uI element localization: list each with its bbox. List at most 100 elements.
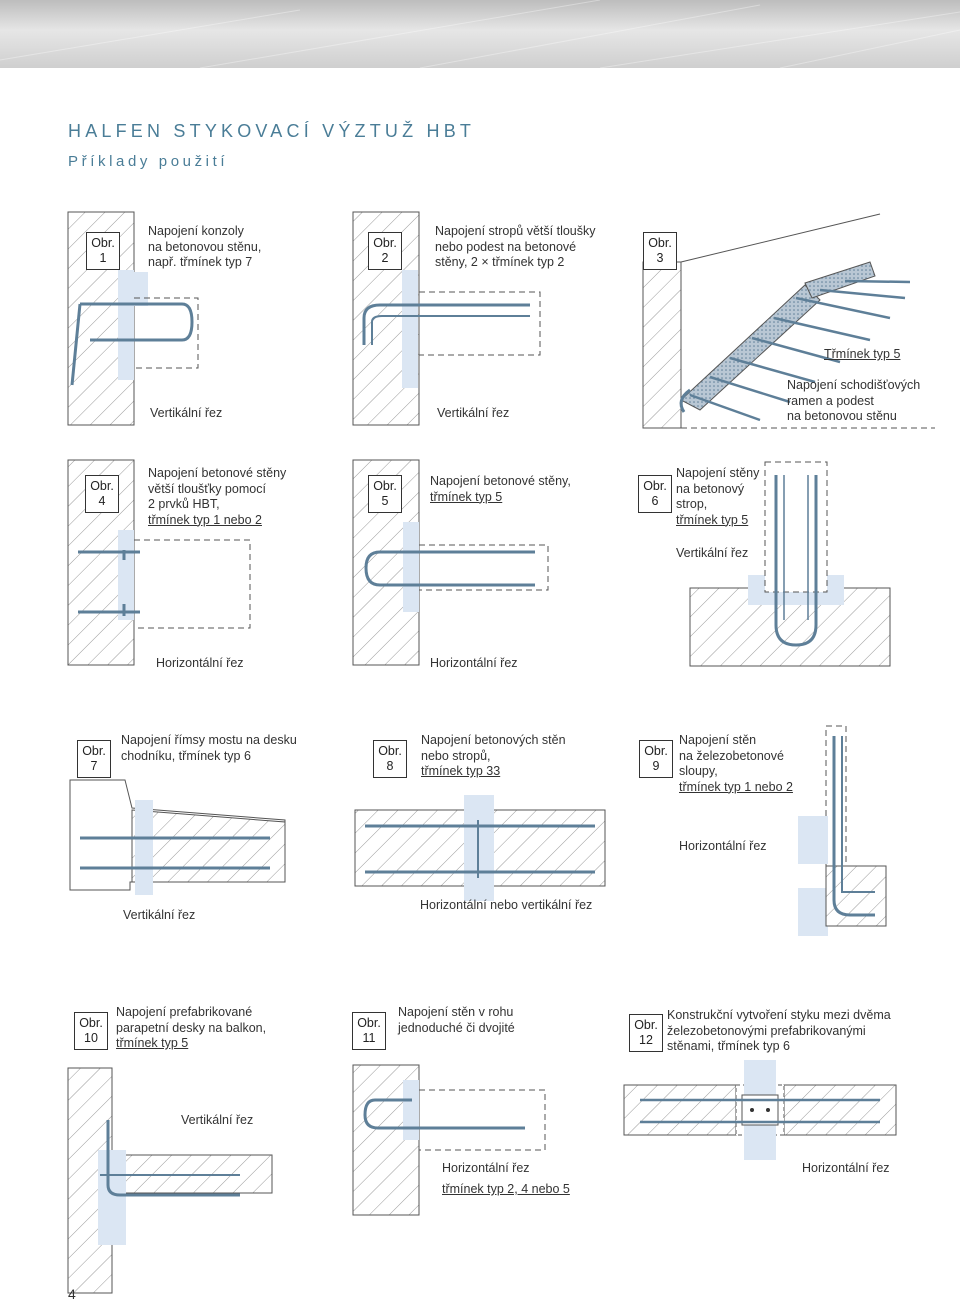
figure-8-section-label: Horizontální nebo vertikální řez [420,898,593,912]
caption-line: Napojení stěn [679,733,757,747]
caption-line: na betonový [676,481,745,496]
badge-text: Obr. [357,1016,381,1030]
badge-number: 8 [386,759,394,773]
figure-7-badge: Obr. 7 [77,740,111,778]
caption-line: třmínek typ 5 [116,1036,189,1050]
figure-4-badge: Obr. 4 [85,475,119,513]
figure-10-caption: Napojení prefabrikované parapetní desky … [116,1005,266,1052]
badge-number: 7 [90,759,98,773]
figure-6-drawing [689,461,891,667]
figure-4-caption: Napojení betonové stěny větší tloušťky p… [148,466,286,528]
figure-3-badge: Obr. 3 [643,232,677,270]
caption-line: 2 prvků HBT, [148,497,220,511]
caption-line: třmínek typ 5 [676,512,749,527]
figure-6-badge: Obr. 6 [638,475,672,513]
figure-12-caption: Konstrukční vytvoření styku mezi dvěma ž… [667,1008,891,1055]
caption-line: parapetní desky na balkon, [116,1020,267,1035]
figure-2-badge: Obr. 2 [368,232,402,270]
figure-11-badge: Obr. 11 [352,1012,386,1050]
caption-line: chodníku, třmínek typ 6 [121,748,251,763]
badge-number: 9 [652,759,660,773]
caption-line: větší tloušťky pomocí [148,481,266,496]
badge-text: Obr. [91,236,115,250]
caption-line: třmínek typ 1 nebo 2 [148,512,262,527]
badge-text: Obr. [79,1016,103,1030]
caption-line: Napojení schodišťových [787,378,921,392]
badge-text: Obr. [644,744,668,758]
caption-line: nebo stropů, [421,748,491,763]
badge-number: 12 [639,1033,653,1047]
figure-8-badge: Obr. 8 [373,740,407,778]
badge-text: Obr. [643,479,667,493]
figure-5-badge: Obr. 5 [368,475,402,513]
header-banner [0,0,960,68]
figure-7-section-label: Vertikální řez [123,908,196,922]
caption-line: Napojení betonové stěny [148,466,287,480]
badge-text: Obr. [90,479,114,493]
figure-11-caption: Napojení stěn v rohu jednoduché či dvoji… [398,1005,515,1036]
banner-texture [0,0,960,68]
figure-10-badge: Obr. 10 [74,1012,108,1050]
caption-line: Konstrukční vytvoření styku mezi dvěma [667,1008,891,1022]
badge-number: 4 [98,494,106,508]
badge-text: Obr. [634,1018,658,1032]
figure-6-caption: Napojení stěny na betonový strop, třmíne… [676,466,759,528]
badge-number: 5 [381,494,389,508]
figure-12-badge: Obr. 12 [629,1014,663,1052]
caption-line: Napojení stropů větší tloušky [435,224,596,238]
figure-11-drawing [352,1064,546,1216]
badge-number: 11 [362,1031,376,1045]
figure-2-caption: Napojení stropů větší tloušky nebo podes… [435,224,596,271]
caption-line: na železobetonové [679,748,784,763]
caption-line: na betonovou stěnu [787,409,897,423]
caption-line: stěny, 2 × třmínek typ 2 [435,255,565,269]
badge-number: 2 [381,251,389,265]
figure-12-section-label: Horizontální řez [802,1161,890,1175]
figure-3-drawing [642,213,935,429]
figure-5-caption: Napojení betonové stěny, třmínek typ 5 [430,474,571,505]
caption-line: stěnami, třmínek typ 6 [667,1039,790,1053]
figure-5-section-label: Horizontální řez [430,656,518,670]
caption-line: na betonovou stěnu, [148,239,262,254]
caption-line: nebo podest na betonové [435,239,577,254]
caption-line: Napojení betonových stěn [421,733,566,747]
caption-line: Napojení konzoly [148,224,244,238]
figure-9-section-label: Horizontální řez [679,839,767,853]
caption-line: Napojení stěny [676,466,760,480]
caption-line: Napojení stěn v rohu [398,1005,514,1019]
badge-number: 6 [651,494,659,508]
caption-line: železobetonovými prefabrikovanými [667,1023,866,1038]
caption-line: např. třmínek typ 7 [148,255,253,269]
figure-9-badge: Obr. 9 [639,740,673,778]
caption-line: jednoduché či dvojité [398,1020,515,1035]
figure-8-caption: Napojení betonových stěn nebo stropů, tř… [421,733,566,780]
figure-3-stirrup-label: Třmínek typ 5 [824,347,901,361]
figure-9-caption: Napojení stěn na železobetonové sloupy, … [679,733,793,795]
badge-text: Obr. [378,744,402,758]
badge-text: Obr. [648,236,672,250]
badge-number: 1 [99,251,107,265]
badge-number: 10 [84,1031,98,1045]
badge-text: Obr. [373,479,397,493]
figure-7-caption: Napojení římsy mostu na desku chodníku, … [121,733,297,764]
caption-line: třmínek typ 1 nebo 2 [679,779,793,794]
figure-4-section-label: Horizontální řez [156,656,244,670]
figure-11-stirrup-label: třmínek typ 2, 4 nebo 5 [442,1182,570,1196]
figure-12-drawing [623,1060,897,1160]
caption-line: Napojení prefabrikované [116,1005,253,1019]
caption-line: třmínek typ 5 [430,489,503,504]
caption-line: třmínek typ 33 [421,764,501,778]
figure-7-drawing [69,779,286,895]
figure-2-section-label: Vertikální řez [437,406,510,420]
caption-line: sloupy, [679,764,718,778]
badge-text: Obr. [82,744,106,758]
figure-10-drawing [67,1067,273,1294]
figure-3-caption: Napojení schodišťových ramen a podest na… [787,378,920,425]
figure-6-section-label: Vertikální řez [676,546,749,560]
figure-9-drawing [798,725,887,936]
figure-8-drawing [354,795,606,901]
page-title: HALFEN STYKOVACÍ VÝZTUŽ HBT [68,121,476,141]
figure-11-section-label: Horizontální řez [442,1161,530,1175]
page-subtitle: Příklady použití [68,153,229,170]
